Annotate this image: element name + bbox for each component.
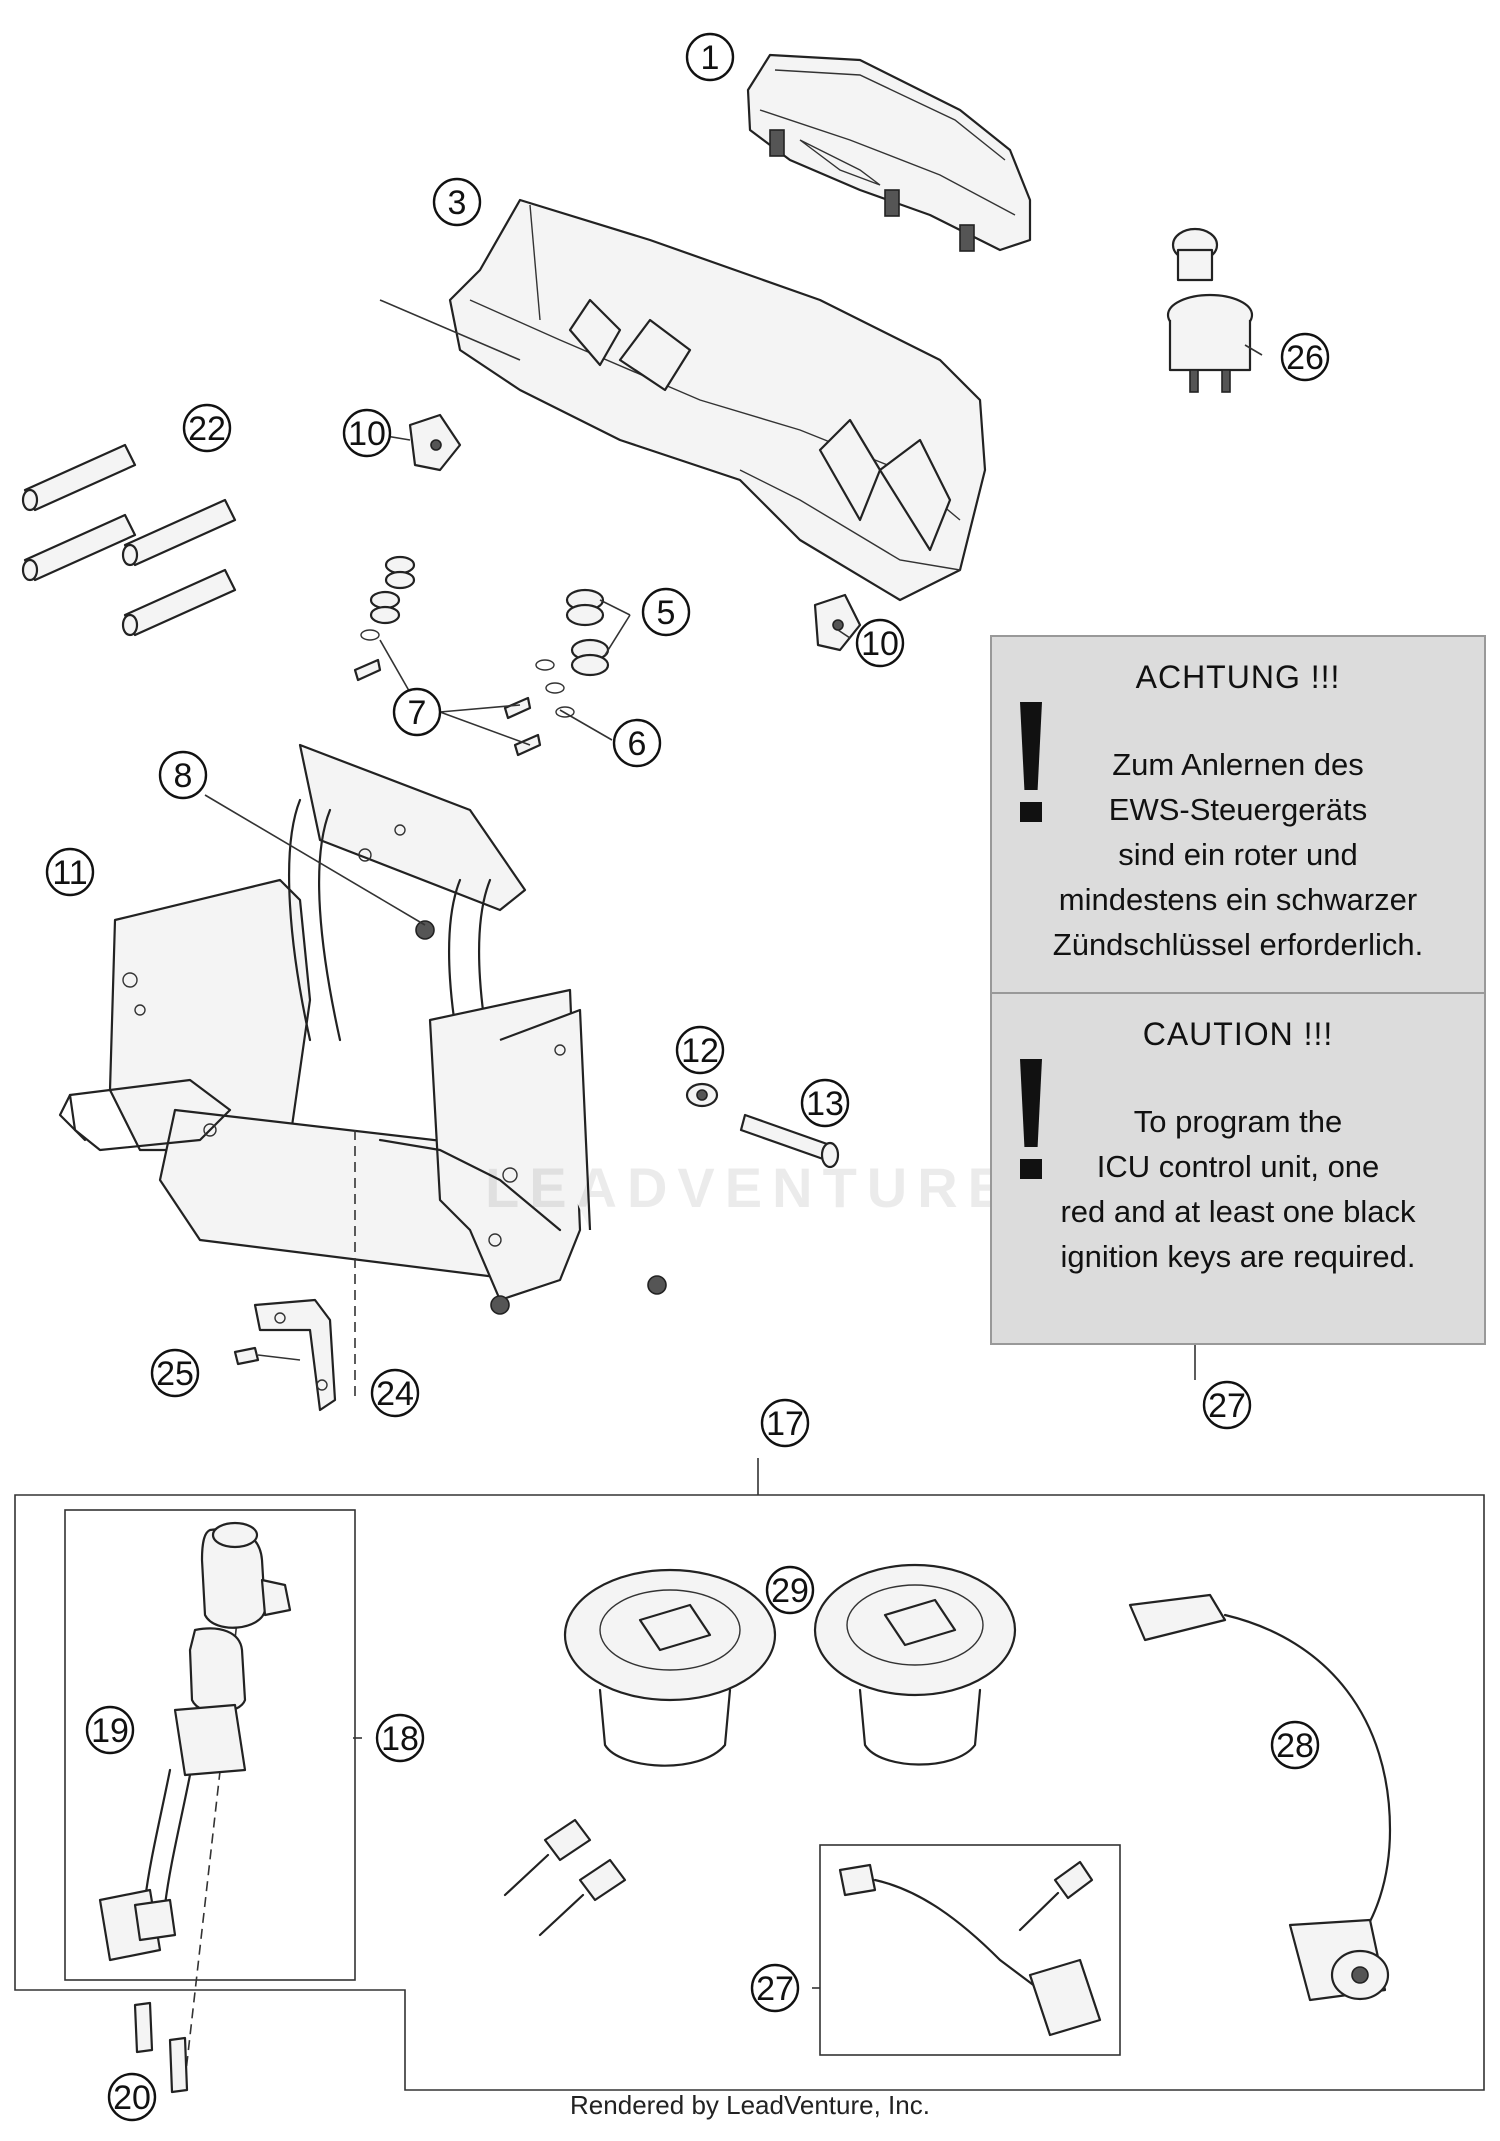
part-clip-b bbox=[813, 593, 862, 652]
part-nut-12 bbox=[685, 1082, 719, 1108]
part-ignition-lock bbox=[98, 1521, 292, 1962]
box-ignition-lock bbox=[64, 1509, 356, 1981]
part-bracket-small bbox=[253, 1298, 337, 1412]
notice-german-line: sind ein roter und bbox=[1118, 837, 1358, 872]
svg-text:19: 19 bbox=[91, 1712, 129, 1750]
part-screw-25 bbox=[233, 1346, 301, 1366]
box-icu-kit bbox=[819, 1844, 1121, 2056]
notice-german-line: Zum Anlernen des bbox=[1112, 747, 1364, 782]
svg-text:7: 7 bbox=[408, 694, 427, 732]
svg-text:20: 20 bbox=[113, 2079, 151, 2117]
notice-box: ACHTUNG !!! Zum Anlernen des EWS-Steuerg… bbox=[990, 635, 1486, 1345]
callout-24: 24 bbox=[370, 1368, 420, 1418]
svg-text:13: 13 bbox=[806, 1085, 844, 1123]
callout-29: 29 bbox=[765, 1565, 815, 1615]
part-bulbs-20 bbox=[133, 2001, 189, 2094]
svg-text:26: 26 bbox=[1286, 339, 1324, 377]
svg-text:25: 25 bbox=[156, 1355, 194, 1393]
callout-27-notice: 27 bbox=[1202, 1380, 1252, 1430]
callout-8: 8 bbox=[158, 750, 208, 800]
svg-text:27: 27 bbox=[756, 1970, 794, 2008]
svg-text:29: 29 bbox=[771, 1572, 809, 1610]
notice-english-title: CAUTION !!! bbox=[1142, 1016, 1334, 1052]
notice-german: ACHTUNG !!! Zum Anlernen des EWS-Steuerg… bbox=[992, 637, 1484, 992]
svg-text:11: 11 bbox=[52, 854, 87, 892]
notice-english-line: ICU control unit, one bbox=[1096, 1149, 1380, 1184]
callout-5: 5 bbox=[641, 587, 691, 637]
part-tank-cap-a bbox=[563, 1568, 777, 1767]
part-socket bbox=[1166, 227, 1254, 393]
callout-1: 1 bbox=[685, 32, 735, 82]
notice-german-line: EWS-Steuergeräts bbox=[1108, 792, 1368, 827]
svg-text:28: 28 bbox=[1276, 1727, 1314, 1765]
part-seat-lock-cable bbox=[1128, 1593, 1392, 2002]
callout-7: 7 bbox=[392, 687, 442, 737]
callout-26: 26 bbox=[1280, 332, 1330, 382]
part-rubber-tubes bbox=[21, 443, 237, 637]
part-grommets bbox=[369, 555, 610, 677]
svg-text:10: 10 bbox=[348, 415, 386, 453]
leader-lines bbox=[14, 299, 1485, 2091]
svg-text:27: 27 bbox=[1208, 1387, 1246, 1425]
part-headlight-bracket bbox=[58, 743, 667, 1315]
notice-english: CAUTION !!! To program the ICU control u… bbox=[992, 994, 1484, 1344]
part-keys bbox=[503, 1818, 627, 1937]
notice-german-body: Zum Anlernen des EWS-Steuergeräts sind e… bbox=[992, 742, 1484, 967]
part-clip-a bbox=[408, 413, 462, 472]
svg-text:12: 12 bbox=[681, 1032, 719, 1070]
callout-10-right: 10 bbox=[855, 618, 905, 668]
svg-text:8: 8 bbox=[174, 757, 193, 795]
part-icu-kit bbox=[838, 1860, 1102, 2037]
notice-german-line: mindestens ein schwarzer bbox=[1058, 882, 1418, 917]
callout-11: 11 bbox=[45, 847, 95, 897]
svg-text:18: 18 bbox=[381, 1720, 419, 1758]
part-bolt-13 bbox=[739, 1113, 840, 1169]
notice-divider bbox=[992, 992, 1484, 994]
callout-17: 17 bbox=[760, 1398, 810, 1448]
part-headlight-cover bbox=[448, 198, 987, 602]
callout-18: 18 bbox=[375, 1713, 425, 1763]
svg-text:5: 5 bbox=[657, 594, 676, 632]
notice-english-line: To program the bbox=[1133, 1104, 1343, 1139]
callout-3: 3 bbox=[432, 177, 482, 227]
callout-19: 19 bbox=[85, 1705, 135, 1755]
callout-12: 12 bbox=[675, 1025, 725, 1075]
callout-10-top: 10 bbox=[342, 408, 392, 458]
svg-text:6: 6 bbox=[628, 725, 647, 763]
notice-english-body: To program the ICU control unit, one red… bbox=[992, 1099, 1484, 1279]
callout-22: 22 bbox=[182, 403, 232, 453]
callout-27-kit: 27 bbox=[750, 1963, 800, 2013]
part-screws bbox=[353, 658, 542, 757]
svg-text:24: 24 bbox=[376, 1375, 414, 1413]
svg-text:1: 1 bbox=[701, 39, 720, 77]
svg-text:3: 3 bbox=[448, 184, 467, 222]
callout-6: 6 bbox=[612, 718, 662, 768]
svg-text:22: 22 bbox=[188, 410, 226, 448]
notice-german-line: Zündschlüssel erforderlich. bbox=[1052, 927, 1424, 962]
svg-text:17: 17 bbox=[766, 1405, 804, 1443]
part-tank-cap-b bbox=[813, 1563, 1017, 1766]
footer-credit: Rendered by LeadVenture, Inc. bbox=[570, 2090, 930, 2120]
notice-english-line: red and at least one black bbox=[1060, 1194, 1416, 1229]
part-washers bbox=[360, 629, 575, 718]
notice-english-line: ignition keys are required. bbox=[1060, 1239, 1416, 1274]
part-instrument-cluster bbox=[746, 53, 1032, 252]
callout-20: 20 bbox=[107, 2072, 157, 2122]
callout-28: 28 bbox=[1270, 1720, 1320, 1770]
callout-13: 13 bbox=[800, 1078, 850, 1128]
svg-text:10: 10 bbox=[861, 625, 899, 663]
notice-german-title: ACHTUNG !!! bbox=[1135, 659, 1341, 695]
watermark: LEADVENTURE bbox=[484, 1156, 1016, 1219]
callout-25: 25 bbox=[150, 1348, 200, 1398]
